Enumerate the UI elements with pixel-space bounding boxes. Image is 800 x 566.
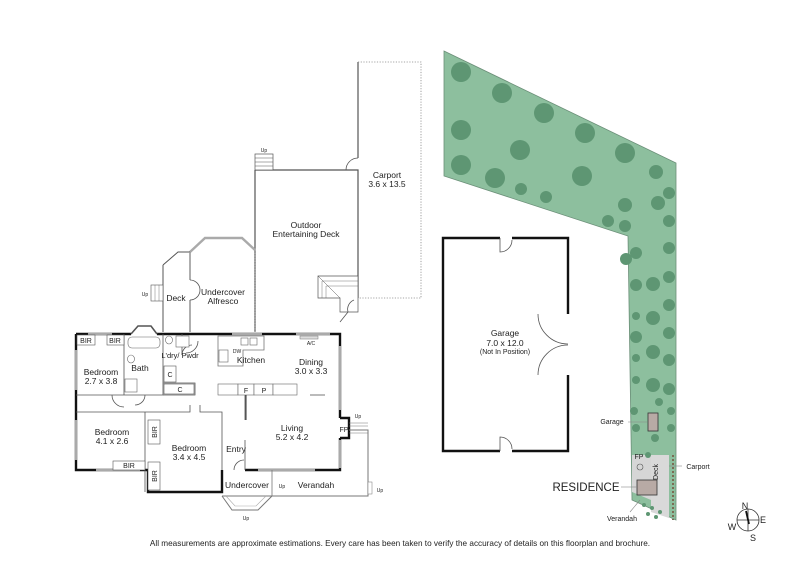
compass-s: S [750,533,756,543]
toilet-icon [127,354,135,364]
bir-2: BIR [109,338,121,345]
sink-icon [240,337,249,346]
site-label-deck: Deck [653,464,660,480]
bir-4: BIR [152,426,159,438]
room-dining-label: Dining [299,357,323,367]
room-kitchen-label: Kitchen [237,355,266,365]
room-bedroom-3-label: Bedroom [172,443,207,453]
compass-icon: N E S W [728,501,766,543]
dishwasher-label: DW [233,349,242,355]
fireplace-label: FP [340,427,349,434]
site-label-garage: Garage [600,419,623,426]
undercover-side-up: Up [279,484,286,490]
site-label-carport: Carport [686,464,709,471]
bir-1: BIR [80,338,92,345]
room-verandah-label: Verandah [298,480,335,490]
room-bedroom-3-size: 3.4 x 4.5 [173,452,206,462]
garage-note: (Not In Position) [480,349,530,356]
house-plan: BIR BIR BIR BIR BIR C C DW F P A/C [74,325,384,522]
room-living-size: 5.2 x 4.2 [276,432,309,442]
carport-size: 3.6 x 13.5 [368,179,406,189]
verandah-stairs-up: Up [355,414,362,420]
bir-3: BIR [123,463,135,470]
room-bedroom-1-size: 2.7 x 3.8 [85,376,118,386]
site-plan: Garage FP Deck Carport RESIDENCE Veranda… [443,50,710,523]
carport-label: Carport [373,170,402,180]
trees [451,62,675,519]
room-undercover-label: Undercover [225,480,269,490]
garage-size: 7.0 x 12.0 [486,338,524,348]
room-living-label: Living [281,423,303,433]
room-entry-label: Entry [226,444,247,454]
room-bedroom-2-label: Bedroom [95,427,130,437]
room-bedroom-1-label: Bedroom [84,367,119,377]
laundry-tub-icon [175,335,190,348]
bir-5: BIR [152,470,159,482]
cupboard-1: C [167,372,172,379]
garage-plan: Garage 7.0 x 12.0 (Not In Position) [441,236,570,453]
pantry-label: P [262,388,267,395]
compass-w: W [728,522,737,532]
site-label-verandah: Verandah [607,516,637,523]
room-bedroom-2-size: 4.1 x 2.6 [96,436,129,446]
cupboard-2: C [177,387,182,394]
alfresco-label: Undercover [201,287,245,297]
room-bath-label: Bath [131,363,149,373]
shower-icon [124,378,138,393]
deck-label: Deck [166,293,186,303]
stairs-up-label: Up [261,148,268,154]
garage-label: Garage [491,328,520,338]
aircon-label: A/C [307,341,316,347]
bathtub-icon [127,336,161,349]
site-label-residence: RESIDENCE [552,482,619,494]
deck-stairs-up: Up [142,292,149,298]
room-laundry-label: L'dry/ Pwdr [161,351,199,360]
outdoor-deck: Up Outdoor Entertaining Deck Up Deck Und… [142,148,359,332]
compass-e: E [760,515,766,525]
deck-outdoor-sub: Entertaining Deck [272,229,340,239]
undercover-stairs-up: Up [243,516,250,522]
site-residence-shape [636,479,658,496]
cooktop-icon [218,349,229,363]
alfresco-sub: Alfresco [208,296,239,306]
carport: Carport 3.6 x 13.5 [345,61,422,299]
disclaimer-text: All measurements are approximate estimat… [149,539,651,548]
fridge-label: F [244,388,248,395]
verandah-side-up: Up [377,488,384,494]
compass-n: N [742,501,749,511]
site-garage-shape [647,412,659,432]
site-label-fp: FP [635,454,644,461]
deck-outdoor-label: Outdoor [291,220,322,230]
room-dining-size: 3.0 x 3.3 [295,366,328,376]
